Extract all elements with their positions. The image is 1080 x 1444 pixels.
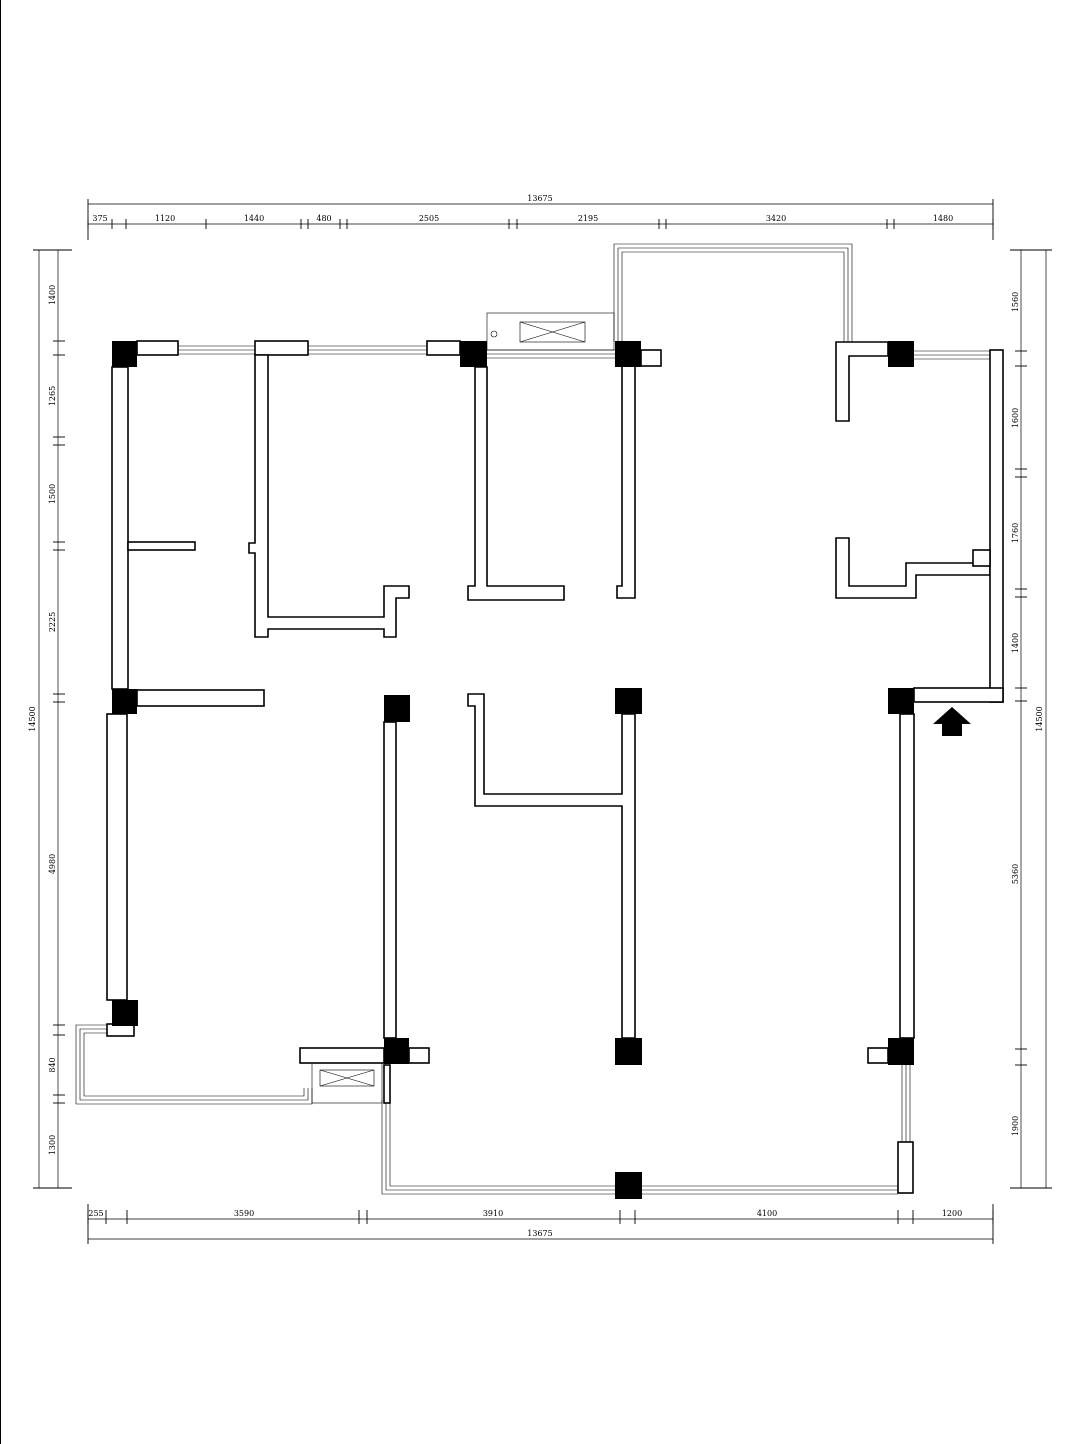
bottom-dim-4: 4100 [757, 1209, 777, 1218]
top-dimensions: 13675 375 1120 1440 480 2505 2195 3420 1… [87, 194, 994, 240]
top-dim-7: 3420 [766, 214, 786, 223]
top-total-dimension: 13675 [527, 194, 552, 203]
window-lines-top [178, 345, 990, 360]
left-total-dimension: 14500 [28, 706, 37, 731]
bottom-left-balcony [75, 1024, 313, 1105]
top-dim-8: 1480 [933, 214, 953, 223]
bottom-dim-3: 3910 [483, 1209, 503, 1218]
top-balcony [613, 243, 853, 342]
right-dim-5: 5360 [1011, 864, 1020, 884]
left-dim-1: 1400 [48, 285, 57, 305]
bottom-dim-5: 1200 [942, 1209, 962, 1218]
right-total-dimension: 14500 [1035, 706, 1044, 731]
ac-unit-top [486, 312, 615, 351]
left-dim-3: 1500 [48, 484, 57, 504]
left-dim-2: 1265 [48, 386, 57, 406]
bottom-balcony [381, 1065, 911, 1195]
left-dim-5: 4980 [48, 854, 57, 874]
left-dim-7: 1300 [48, 1135, 57, 1155]
bottom-dim-1: 255 [88, 1209, 103, 1218]
page-border-line [0, 0, 1, 1444]
right-dim-1: 1560 [1011, 292, 1020, 312]
left-dimensions: 14500 1400 1265 1500 2225 4980 840 1300 [28, 249, 72, 1189]
top-dim-2: 1120 [155, 214, 175, 223]
top-dim-6: 2195 [578, 214, 598, 223]
top-dim-4: 480 [316, 214, 331, 223]
bottom-dim-2: 3590 [234, 1209, 254, 1218]
walls [106, 340, 1004, 1194]
top-dim-3: 1440 [244, 214, 264, 223]
left-dim-6: 840 [48, 1057, 57, 1072]
right-dim-4: 1400 [1011, 633, 1020, 653]
right-dimensions: 14500 1560 1600 1760 1400 5360 1900 [1010, 249, 1052, 1189]
right-dim-3: 1760 [1011, 523, 1020, 543]
right-dim-6: 1900 [1011, 1116, 1020, 1136]
ac-unit-bottom [311, 1062, 383, 1104]
bottom-total-dimension: 13675 [527, 1229, 552, 1238]
top-dim-1: 375 [92, 214, 107, 223]
bottom-dimensions: 255 3590 3910 4100 1200 13675 [87, 1204, 994, 1244]
top-dim-5: 2505 [419, 214, 439, 223]
right-dim-2: 1600 [1011, 408, 1020, 428]
entrance-arrow-icon [933, 707, 971, 736]
structural-columns [112, 341, 914, 1199]
left-dim-4: 2225 [48, 612, 57, 632]
